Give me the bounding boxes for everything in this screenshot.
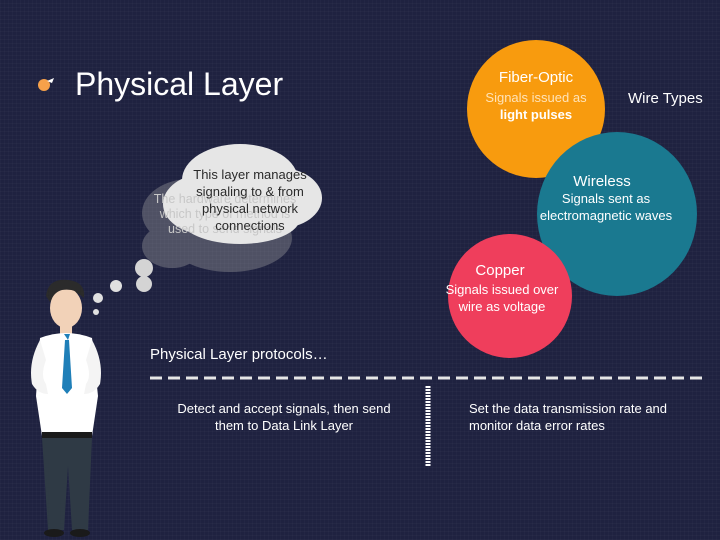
fiber-optic-desc: Signals issued as light pulses: [470, 89, 602, 123]
bullet-icon: [38, 78, 54, 91]
wireless-desc: Signals sent as electromagnetic waves: [539, 191, 673, 223]
thought-back-text: The hardware determines which type of me…: [153, 192, 297, 236]
copper-title: Copper: [475, 262, 525, 279]
copper-circle: [448, 234, 572, 358]
wire-types-label: Wire Types: [628, 90, 703, 107]
wireless-title: Wireless: [573, 173, 631, 190]
fiber-desc-bold: light pulses: [499, 107, 573, 122]
copper-desc: Signals issued over wire as voltage: [445, 282, 559, 314]
thought-front-text: This layer manages signaling to & from p…: [193, 167, 307, 233]
thought-bubble-icon: [135, 144, 322, 292]
protocol-right-text: Set the data transmission rate and monit…: [469, 401, 668, 433]
page-title: Physical Layer: [75, 66, 284, 102]
fiber-desc-prefix: Signals issued as: [485, 90, 587, 105]
protocol-left-text: Detect and accept signals, then send the…: [177, 401, 391, 433]
vertical-divider: [425, 386, 431, 466]
fiber-optic-title: Fiber-Optic: [498, 69, 574, 86]
protocols-title: Physical Layer protocols…: [150, 346, 328, 363]
dashed-divider: [150, 376, 706, 380]
businessman-icon: [31, 279, 122, 537]
